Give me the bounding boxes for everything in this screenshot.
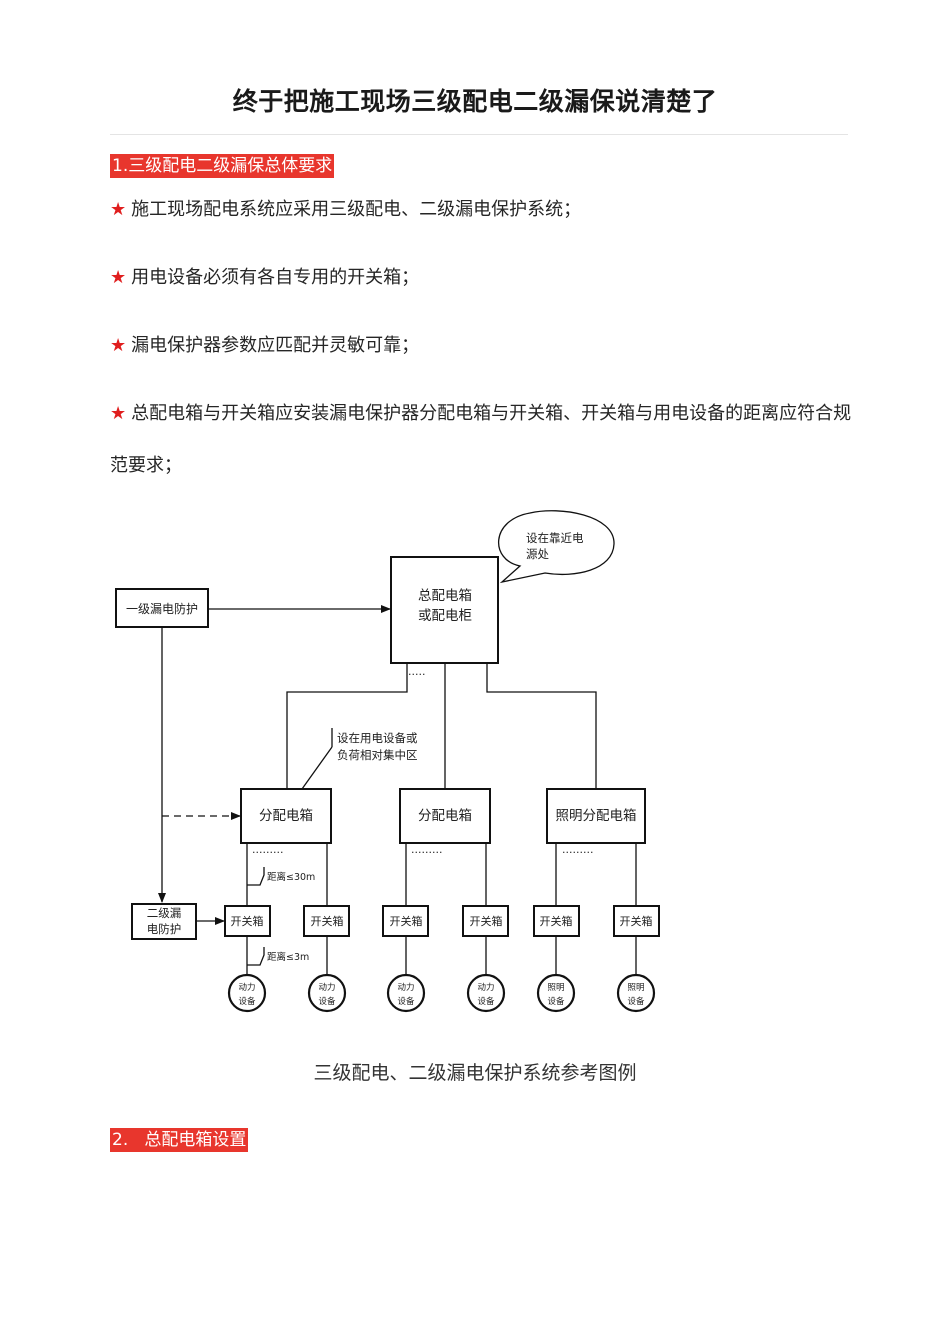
dots: ········· <box>411 846 442 859</box>
main-box-label: 或配电柜 <box>418 608 472 624</box>
device-label: 动力 <box>238 982 255 993</box>
bullet-item: ★用电设备必须有各自专用的开关箱； <box>110 252 855 304</box>
section-heading-1: 1.三级配电二级漏保总体要求 <box>110 154 335 178</box>
dist-box-label: 分配电箱 <box>259 808 313 824</box>
device-label: 设备 <box>318 996 336 1007</box>
device-label: 照明 <box>627 983 644 993</box>
figure-caption: 三级配电、二级漏电保护系统参考图例 <box>313 1062 637 1084</box>
level1-label: 一级漏电防护 <box>126 601 198 616</box>
dots: ········· <box>562 846 593 859</box>
switch-box-label: 开关箱 <box>390 914 423 928</box>
switch-box-label: 开关箱 <box>620 914 653 928</box>
page-title: 终于把施工现场三级配电二级漏保说清楚了 <box>232 87 718 116</box>
bubble-text: 源处 <box>526 547 549 561</box>
device-label: 设备 <box>238 996 256 1007</box>
bullet-item: ★总配电箱与开关箱应安装漏电保护器分配电箱与开关箱、开关箱与用电设备的距离应符合… <box>110 388 855 492</box>
dist-box-label: 分配电箱 <box>418 808 472 824</box>
bullet-item: ★漏电保护器参数应匹配并灵敏可靠； <box>110 320 855 372</box>
device-label: 设备 <box>627 996 645 1007</box>
bullet-text: 漏电保护器参数应匹配并灵敏可靠； <box>131 335 420 356</box>
switch-box-label: 开关箱 <box>470 914 503 928</box>
note-label: 设在用电设备或 <box>337 731 418 745</box>
distance-label: 距离≤30m <box>267 871 315 883</box>
star-icon: ★ <box>110 267 127 288</box>
device-circle <box>386 973 426 1013</box>
speech-bubble <box>497 510 615 584</box>
level2-label: 二级漏 <box>147 906 182 920</box>
device-circle <box>536 973 576 1013</box>
bubble-text: 设在靠近电 <box>526 531 584 545</box>
level2-label: 电防护 <box>147 922 182 936</box>
dist-box <box>399 788 491 844</box>
dist-box-label: 照明分配电箱 <box>556 808 637 824</box>
section-heading-2: 2. 总配电箱设置 <box>110 1128 249 1152</box>
device-circle <box>307 973 347 1013</box>
bullet-item: ★施工现场配电系统应采用三级配电、二级漏电保护系统； <box>110 184 855 236</box>
device-label: 动力 <box>477 982 494 993</box>
bullet-text: 施工现场配电系统应采用三级配电、二级漏电保护系统； <box>131 199 582 220</box>
device-label: 动力 <box>397 982 414 993</box>
device-label: 设备 <box>397 996 415 1007</box>
dots: ····· <box>408 668 425 681</box>
main-box-label: 总配电箱 <box>418 588 472 604</box>
dots: ········· <box>252 846 283 859</box>
dist-box <box>546 788 646 844</box>
switch-box-label: 开关箱 <box>231 914 264 928</box>
star-icon: ★ <box>110 403 127 424</box>
distance-label: 距离≤3m <box>267 951 309 963</box>
device-circle <box>616 973 656 1013</box>
note-label: 负荷相对集中区 <box>337 748 418 762</box>
star-icon: ★ <box>110 199 127 220</box>
device-circle <box>466 973 506 1013</box>
bullet-text: 总配电箱与开关箱应安装漏电保护器分配电箱与开关箱、开关箱与用电设备的距离应符合规… <box>110 403 852 476</box>
switch-box-label: 开关箱 <box>311 914 344 928</box>
dist-box <box>240 788 332 844</box>
bullet-text: 用电设备必须有各自专用的开关箱； <box>131 267 420 288</box>
star-icon: ★ <box>110 335 127 356</box>
title-divider <box>110 134 848 135</box>
switch-box-label: 开关箱 <box>540 914 573 928</box>
device-label: 设备 <box>477 996 495 1007</box>
device-circle <box>227 973 267 1013</box>
device-label: 动力 <box>318 982 335 993</box>
device-label: 设备 <box>547 996 565 1007</box>
device-label: 照明 <box>547 983 564 993</box>
